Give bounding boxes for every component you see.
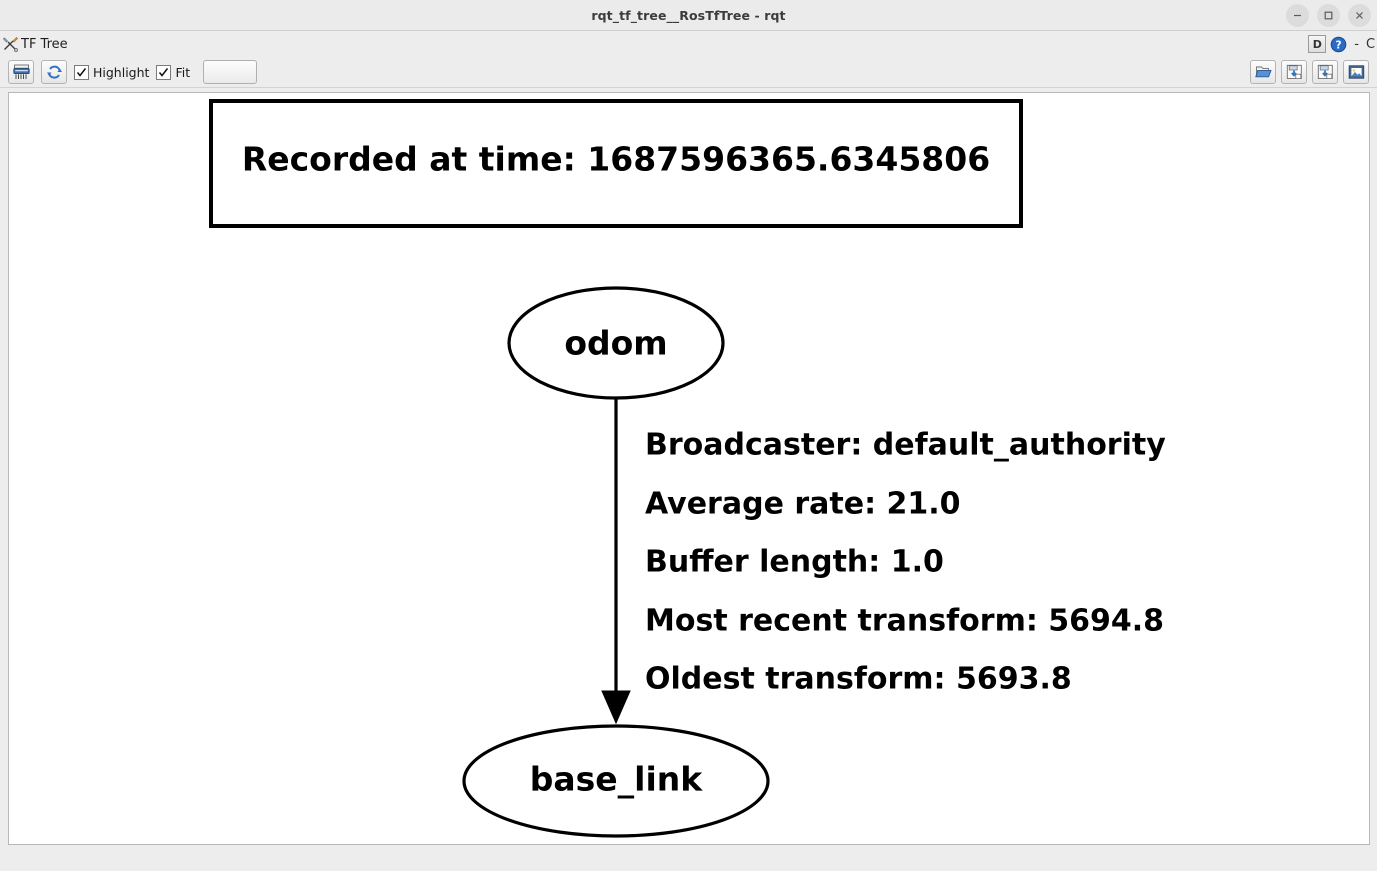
plugin-toolbar: Highlight Fit (0, 57, 1377, 88)
odom-node-label: odom (564, 324, 667, 363)
plugin-title-group: TF Tree (2, 36, 68, 53)
save-as-svg-button[interactable] (1312, 60, 1338, 84)
minimize-button[interactable] (1286, 3, 1309, 27)
header-separator: - (1354, 36, 1359, 52)
window-controls (1286, 0, 1371, 30)
svg-text:?: ? (1336, 39, 1342, 51)
tf-node-base_link[interactable]: base_link (462, 724, 770, 838)
recorded-box-shape (209, 99, 1023, 228)
recorded-at-time-node[interactable]: Recorded at time: 1687596365.6345806 (209, 99, 1023, 228)
tf-graph-canvas[interactable]: Recorded at time: 1687596365.6345806 Bro… (8, 92, 1370, 845)
toolbar-right-group (1250, 57, 1369, 87)
edge-label-average-rate: Average rate: 21.0 (645, 487, 961, 522)
plugin-title-label: TF Tree (21, 36, 68, 52)
plugin-header-actions: D ? - C (1308, 31, 1375, 57)
highlight-checkbox[interactable]: Highlight (74, 64, 150, 80)
refresh-icon (46, 65, 62, 79)
save-dot-button[interactable] (1281, 60, 1307, 84)
tf-edge-odom-base_link[interactable] (601, 398, 631, 725)
folder-open-icon (1254, 66, 1272, 78)
base_link-node-shape (462, 724, 770, 838)
recorded-box-label: Recorded at time: 1687596365.6345806 (242, 140, 990, 179)
image-save-icon (1348, 65, 1364, 79)
maximize-icon (1324, 11, 1333, 19)
refresh-button[interactable] (41, 60, 67, 84)
edge-label-most-recent-transform: Most recent transform: 5694.8 (645, 604, 1164, 639)
save-image-button[interactable] (1343, 60, 1369, 84)
shredder-button[interactable] (8, 60, 34, 84)
close-button[interactable] (1348, 3, 1371, 27)
maximize-button[interactable] (1317, 3, 1340, 27)
checkmark-icon (159, 67, 169, 77)
tools-icon (3, 36, 18, 52)
shredder-icon (12, 64, 30, 79)
edge-label-broadcaster: Broadcaster: default_authority (645, 428, 1166, 463)
help-circle-icon[interactable]: ? (1330, 36, 1347, 53)
load-dot-button[interactable] (1250, 60, 1276, 84)
highlight-checkbox-label: Highlight (93, 64, 150, 80)
save-dot-icon (1286, 64, 1302, 79)
base_link-node-label: base_link (530, 760, 704, 799)
odom-node-shape (507, 286, 725, 400)
plugin-close-label[interactable]: C (1366, 36, 1375, 52)
tf-node-odom[interactable]: odom (507, 286, 725, 400)
edge-label-buffer-length: Buffer length: 1.0 (645, 545, 944, 580)
dock-button[interactable]: D (1308, 35, 1327, 53)
close-icon (1356, 11, 1363, 19)
fit-checkbox-box[interactable] (156, 64, 172, 80)
minimize-icon (1294, 14, 1301, 16)
window-title: rqt_tf_tree__RosTfTree - rqt (591, 7, 786, 23)
plugin-header: TF Tree D ? - C (0, 31, 1377, 57)
window-titlebar: rqt_tf_tree__RosTfTree - rqt (0, 0, 1377, 31)
fit-checkbox[interactable]: Fit (156, 64, 191, 80)
tf-graph[interactable]: Recorded at time: 1687596365.6345806 Bro… (9, 93, 1369, 844)
fit-checkbox-label: Fit (175, 64, 191, 80)
checkmark-icon (76, 67, 87, 77)
save-svg-icon (1317, 64, 1333, 79)
edge-label-oldest-transform: Oldest transform: 5693.8 (645, 662, 1072, 697)
highlight-checkbox-box[interactable] (74, 64, 89, 80)
toolbar-text-field[interactable] (203, 60, 258, 84)
edge-label-group: Broadcaster: default_authority Average r… (645, 428, 1166, 697)
edge-arrowhead-icon (601, 690, 631, 725)
